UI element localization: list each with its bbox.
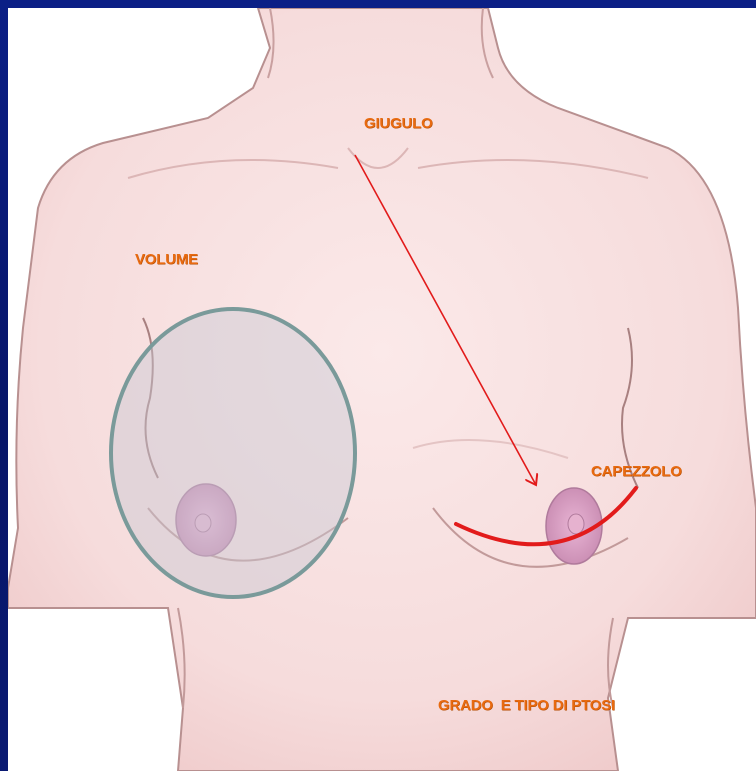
label-ptosi: GRADO E TIPO DI PTOSI bbox=[438, 697, 615, 714]
label-volume: VOLUME bbox=[135, 251, 198, 268]
label-giugulo: GIUGULO bbox=[364, 115, 433, 132]
label-capezzolo: CAPEZZOLO bbox=[591, 463, 682, 480]
volume-circle bbox=[111, 309, 355, 597]
figure-panel: GIUGULO VOLUME CAPEZZOLO GRADO E TIPO DI… bbox=[8, 8, 756, 771]
right-nipple bbox=[568, 514, 584, 534]
